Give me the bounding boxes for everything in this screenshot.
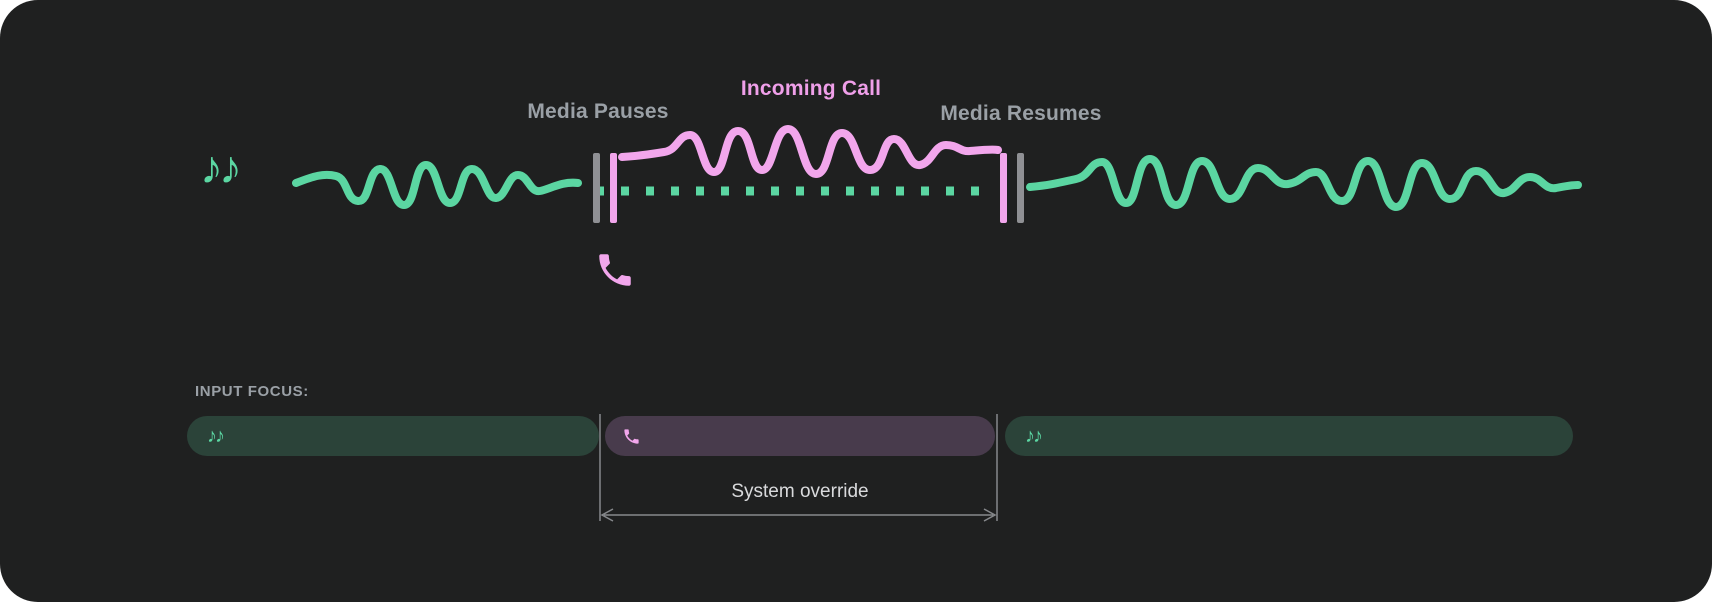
phone-handset-icon (622, 427, 641, 446)
media-wave-before (292, 161, 582, 209)
input-focus-label: INPUT FOCUS: (195, 383, 309, 400)
focus-bar-media-before: ♪♪ (187, 416, 599, 456)
media-pauses-label: Media Pauses (527, 100, 669, 123)
media-wave-after (1026, 155, 1582, 211)
media-resumes-label: Media Resumes (940, 102, 1102, 125)
call-wave (618, 125, 1002, 178)
incoming-call-label: Incoming Call (740, 77, 882, 100)
music-notes-icon: ♪♪ (200, 141, 242, 193)
music-notes-icon: ♪♪ (1025, 425, 1043, 447)
pause-barrier-pink-bar (610, 153, 617, 223)
system-override-label: System override (731, 481, 869, 502)
music-notes-icon: ♪♪ (207, 425, 225, 447)
focus-bar-media-after: ♪♪ (1005, 416, 1573, 456)
system-override-arrow (600, 508, 997, 522)
resume-barrier-gray-bar (1017, 153, 1024, 223)
resume-barrier-pink-bar (1000, 153, 1007, 223)
phone-handset-icon (594, 249, 636, 291)
pause-barrier-gray-bar (593, 153, 600, 223)
focus-bar-call (605, 416, 995, 456)
